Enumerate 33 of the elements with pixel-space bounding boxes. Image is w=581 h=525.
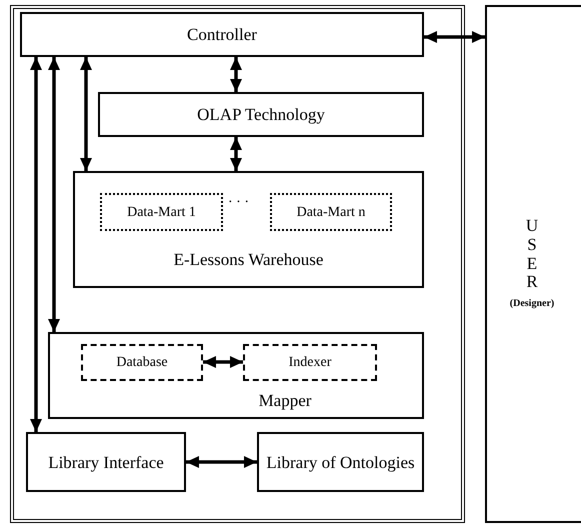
ellipsis-label: · · ·	[228, 196, 249, 210]
box-label: Library of Ontologies	[266, 452, 415, 474]
double-arrow	[48, 57, 60, 332]
box-label: OLAP Technology	[197, 104, 325, 126]
double-arrow	[230, 137, 242, 171]
library-box	[257, 432, 424, 492]
process-box	[98, 92, 424, 137]
box-label: Library Interface	[48, 452, 164, 474]
double-arrow	[30, 57, 42, 432]
role-label: (Designer)	[510, 296, 554, 311]
box-label: Data-Mart 1	[127, 204, 196, 222]
indexer-box	[243, 344, 377, 381]
box-label: Controller	[187, 24, 257, 46]
system-frame	[10, 5, 465, 523]
warehouse-box	[73, 171, 424, 288]
double-arrow	[424, 31, 485, 43]
double-arrow	[186, 456, 257, 468]
double-arrow	[80, 57, 92, 171]
controller-box	[20, 12, 424, 57]
double-arrow	[203, 356, 243, 368]
box-label: Indexer	[288, 354, 332, 372]
data-mart-box	[270, 193, 392, 231]
database-box	[81, 344, 203, 381]
data-mart-box	[100, 193, 223, 231]
mapper-box	[48, 332, 424, 419]
user-label: USER	[524, 217, 540, 292]
user-panel	[485, 5, 581, 523]
box-label: Database	[116, 354, 168, 372]
box-title: Mapper	[258, 390, 312, 412]
double-arrow	[230, 57, 242, 92]
box-label: Data-Mart n	[296, 204, 366, 222]
box-title: E-Lessons Warehouse	[174, 248, 324, 270]
library-box	[26, 432, 186, 492]
